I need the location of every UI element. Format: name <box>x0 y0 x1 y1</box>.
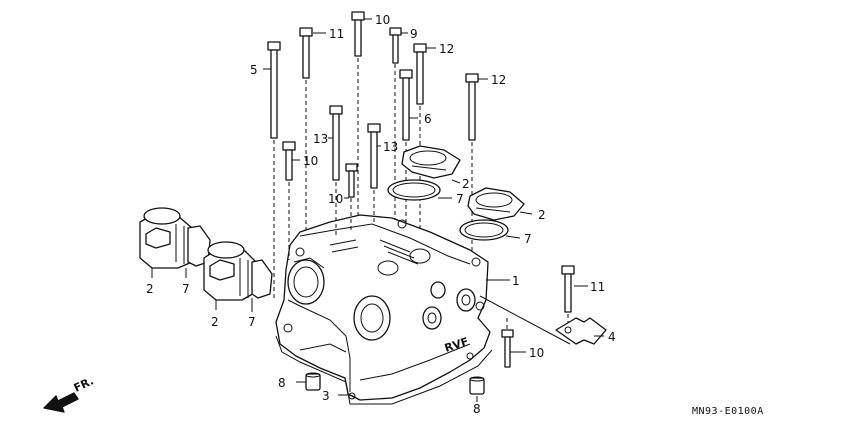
head-cover-gasket <box>275 335 493 405</box>
callout-7-top-2: 7 <box>524 232 532 246</box>
dowel-pin-right <box>469 376 485 395</box>
bolt-11-top <box>299 27 313 79</box>
bolt-6 <box>399 69 413 141</box>
bolt-11-right <box>561 265 575 313</box>
callout-10-lower: 10 <box>529 346 544 360</box>
tappet-cap-top-1 <box>401 145 461 179</box>
callout-3: 3 <box>322 389 330 403</box>
dowel-pin-left <box>305 372 321 391</box>
callout-9: 9 <box>410 27 418 41</box>
o-ring-left-2 <box>251 259 273 299</box>
callout-11-right: 11 <box>590 280 605 294</box>
tappet-cap-top-2 <box>467 187 525 221</box>
callout-10-left: 10 <box>303 154 318 168</box>
callout-13-a: 13 <box>313 132 328 146</box>
callout-10-top: 10 <box>375 13 390 27</box>
bolt-10-lower <box>501 329 514 368</box>
callout-2-left-1: 2 <box>146 282 154 296</box>
callout-8-left: 8 <box>278 376 286 390</box>
callout-1: 1 <box>512 274 520 288</box>
callout-7-left-1: 7 <box>182 282 190 296</box>
callout-7-left-2: 7 <box>248 315 256 329</box>
diagram-code: MN93-E0100A <box>692 406 764 417</box>
bracket <box>555 317 607 345</box>
bolt-10-centre <box>345 163 358 198</box>
cylinder-head-cover: RVF <box>275 214 491 401</box>
bolt-12-b <box>465 73 479 141</box>
bolt-9 <box>389 27 402 64</box>
callout-5: 5 <box>250 63 258 77</box>
callout-8-right: 8 <box>473 402 481 416</box>
bolt-5 <box>267 41 281 139</box>
callout-7-top-1: 7 <box>456 192 464 206</box>
callout-4: 4 <box>608 330 616 344</box>
callout-labels: 5 11 10 9 12 12 6 13 13 10 10 2 7 2 7 1 … <box>146 13 616 416</box>
front-direction-arrow: FR. <box>43 374 96 413</box>
callout-10-centre: 10 <box>328 192 343 206</box>
o-ring-top-1 <box>387 179 441 201</box>
callout-12-b: 12 <box>491 73 506 87</box>
o-ring-top-2 <box>459 219 509 241</box>
leader-lines <box>151 18 604 402</box>
callout-2-left-2: 2 <box>211 315 219 329</box>
bolt-12-a <box>413 43 427 105</box>
callout-13-b: 13 <box>383 140 398 154</box>
callout-6: 6 <box>424 112 432 126</box>
callout-2-top-1: 2 <box>462 177 470 191</box>
callout-2-top-2: 2 <box>538 208 546 222</box>
front-label: FR. <box>72 374 96 394</box>
bolt-10-top <box>351 11 365 57</box>
callout-11-top: 11 <box>329 27 344 41</box>
tappet-cap-left-2 <box>203 241 257 301</box>
tappet-cap-left-1 <box>139 207 193 269</box>
bolt-10-left <box>282 141 296 181</box>
callout-12-a: 12 <box>439 42 454 56</box>
bolt-13-b <box>367 123 381 189</box>
bolt-13-a <box>329 105 343 181</box>
